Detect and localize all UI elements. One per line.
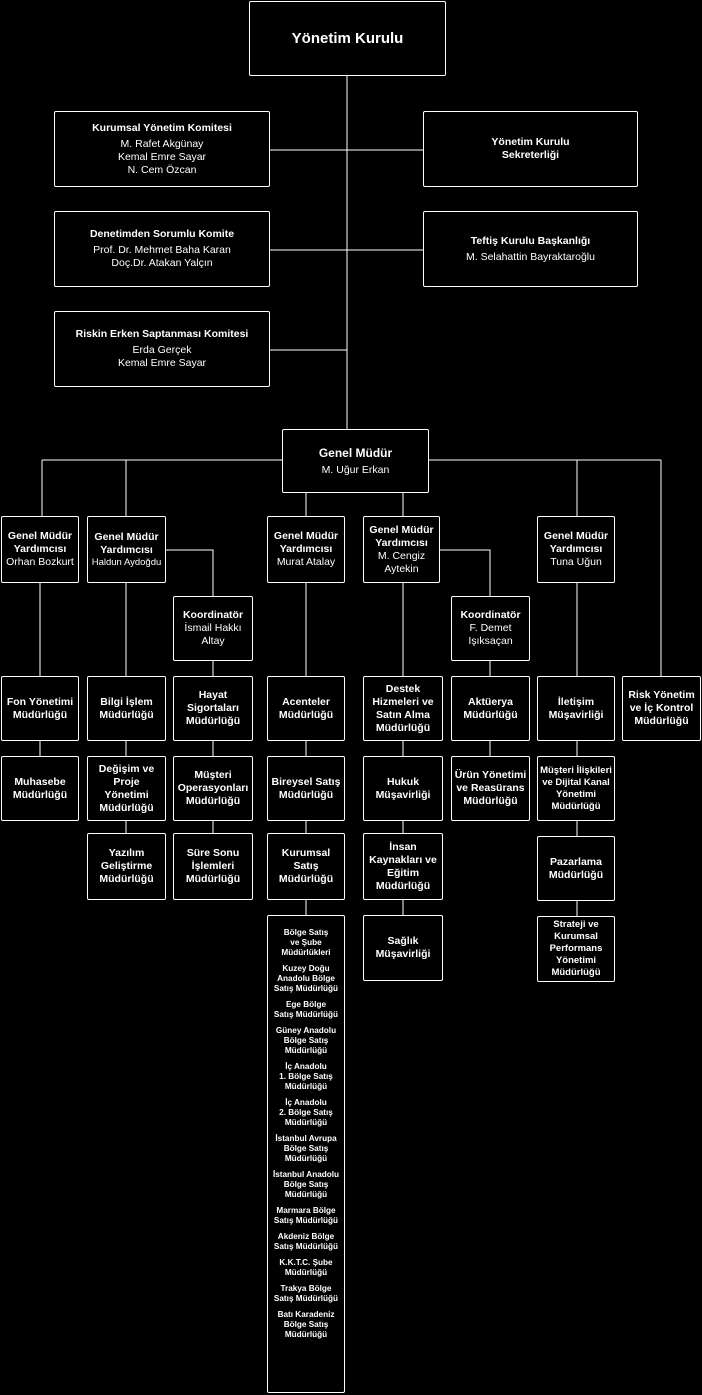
actuary-label: Aktüerya Müdürlüğü — [463, 695, 518, 721]
software-development-label: Yazılım Geliştirme Müdürlüğü — [99, 847, 154, 885]
inspection-board-title: Teftiş Kurulu Başkanlığı — [470, 234, 591, 247]
corporate-governance-committee-box: Kurumsal Yönetim Komitesi M. Rafet Akgün… — [54, 111, 270, 187]
regional-sales-title: Bölge Satış ve Şube Müdürlükleri — [281, 928, 331, 957]
agencies-label: Acenteler Müdürlüğü — [278, 695, 334, 721]
software-development-box: Yazılım Geliştirme Müdürlüğü — [87, 833, 166, 900]
customer-operations-label: Müşteri Operasyonları Müdürlüğü — [177, 769, 249, 807]
regional-item: İstanbul Avrupa Bölge Satış Müdürlüğü — [275, 1134, 337, 1163]
risk-committee-box: Riskin Erken Saptanması Komitesi Erda Ge… — [54, 311, 270, 387]
change-project-box: Değişim ve Proje Yönetimi Müdürlüğü — [87, 756, 166, 821]
ceo-box: Genel Müdür M. Uğur Erkan — [282, 429, 429, 493]
audit-committee-title: Denetimden Sorumlu Komite — [89, 228, 235, 240]
regional-item: İç Anadolu 2. Bölge Satış Müdürlüğü — [279, 1098, 333, 1127]
accounting-box: Muhasebe Müdürlüğü — [1, 756, 79, 821]
regional-item: Batı Karadeniz Bölge Satış Müdürlüğü — [277, 1310, 335, 1339]
product-reinsurance-box: Ürün Yönetimi ve Reasürans Müdürlüğü — [451, 756, 530, 821]
product-reinsurance-label: Ürün Yönetimi ve Reasürans Müdürlüğü — [454, 769, 527, 807]
communication-label: İletişim Müşavirliği — [548, 695, 604, 721]
deputy-title: Genel Müdür Yardımcısı — [273, 530, 339, 555]
strategy-label: Strateji ve Kurumsal Performans Yönetimi… — [549, 919, 603, 978]
deputy-name: Orhan Bozkurt — [6, 556, 74, 568]
coordinator-title: Koordinatör — [460, 609, 521, 621]
health-label: Sağlık Müşavirliği — [375, 935, 431, 960]
regional-item: Kuzey Doğu Anadolu Bölge Satış Müdürlüğü — [273, 964, 339, 993]
it-label: Bilgi İşlem Müdürlüğü — [99, 695, 154, 721]
customer-digital-label: Müşteri İlişkileri ve Dijital Kanal Yöne… — [540, 764, 612, 812]
risk-control-box: Risk Yönetim ve İç Kontrol Müdürlüğü — [622, 676, 701, 741]
customer-digital-box: Müşteri İlişkileri ve Dijital Kanal Yöne… — [537, 756, 615, 821]
regional-item: Trakya Bölge Satış Müdürlüğü — [273, 1284, 339, 1303]
board-box: Yönetim Kurulu — [249, 1, 446, 76]
human-resources-label: İnsan Kaynakları ve Eğitim Müdürlüğü — [369, 840, 437, 892]
risk-committee-title: Riskin Erken Saptanması Komitesi — [75, 328, 249, 340]
marketing-label: Pazarlama Müdürlüğü — [548, 855, 604, 881]
regional-item: Akdeniz Bölge Satış Müdürlüğü — [273, 1232, 339, 1251]
communication-box: İletişim Müşavirliği — [537, 676, 615, 741]
regional-sales-box: Bölge Satış ve Şube Müdürlükleri Kuzey D… — [267, 915, 345, 1393]
accounting-label: Muhasebe Müdürlüğü — [12, 775, 68, 801]
deputy-cengiz-aytekin-box: Genel Müdür Yardımcısı M. Cengiz Aytekin — [363, 516, 440, 583]
regional-item: Güney Anadolu Bölge Satış Müdürlüğü — [275, 1026, 337, 1055]
life-insurance-label: Hayat Sigortaları Müdürlüğü — [185, 689, 241, 727]
deputy-name: Murat Atalay — [276, 556, 336, 568]
deputy-name: Tuna Uğun — [550, 556, 602, 568]
audit-committee-members: Prof. Dr. Mehmet Baha Karan Doç.Dr. Atak… — [93, 244, 231, 269]
fund-management-label: Fon Yönetimi Müdürlüğü — [6, 695, 74, 721]
deputy-title: Genel Müdür Yardımcısı — [543, 530, 609, 555]
legal-box: Hukuk Müşavirliği — [363, 756, 443, 821]
deputy-title: Genel Müdür Yardımcısı — [7, 530, 73, 555]
inspection-board-box: Teftiş Kurulu Başkanlığı M. Selahattin B… — [423, 211, 638, 287]
deputy-name: M. Cengiz Aytekin — [377, 549, 426, 575]
board-secretariat-box: Yönetim Kurulu Sekreterliği — [423, 111, 638, 187]
coordinator-demet-isiksacan-box: Koordinatör F. Demet Işıksaçan — [451, 596, 530, 661]
deputy-murat-atalay-box: Genel Müdür Yardımcısı Murat Atalay — [267, 516, 345, 583]
coordinator-name: İsmail Hakkı Altay — [184, 622, 242, 647]
corporate-sales-box: Kurumsal Satış Müdürlüğü — [267, 833, 345, 900]
it-box: Bilgi İşlem Müdürlüğü — [87, 676, 166, 741]
inspection-board-members: M. Selahattin Bayraktaroğlu — [466, 250, 595, 263]
corporate-governance-members: M. Rafet Akgünay Kemal Emre Sayar N. Cem… — [117, 137, 207, 176]
agencies-box: Acenteler Müdürlüğü — [267, 676, 345, 741]
legal-label: Hukuk Müşavirliği — [375, 775, 431, 801]
corporate-sales-label: Kurumsal Satış Müdürlüğü — [278, 847, 334, 885]
board-secretariat-title: Yönetim Kurulu Sekreterliği — [491, 136, 570, 161]
deputy-title: Genel Müdür Yardımcısı — [369, 523, 434, 549]
ceo-name: M. Uğur Erkan — [321, 463, 390, 476]
maturity-operations-label: Süre Sonu İşlemleri Müdürlüğü — [185, 847, 241, 885]
board-title: Yönetim Kurulu — [291, 29, 404, 47]
maturity-operations-box: Süre Sonu İşlemleri Müdürlüğü — [173, 833, 253, 900]
audit-committee-box: Denetimden Sorumlu Komite Prof. Dr. Mehm… — [54, 211, 270, 287]
marketing-box: Pazarlama Müdürlüğü — [537, 836, 615, 901]
regional-item: İstanbul Anadolu Bölge Satış Müdürlüğü — [272, 1170, 340, 1199]
strategy-box: Strateji ve Kurumsal Performans Yönetimi… — [537, 916, 615, 982]
ceo-title: Genel Müdür — [318, 445, 393, 460]
life-insurance-box: Hayat Sigortaları Müdürlüğü — [173, 676, 253, 741]
regional-item: K.K.T.C. Şube Müdürlüğü — [279, 1258, 333, 1277]
risk-control-label: Risk Yönetim ve İç Kontrol Müdürlüğü — [628, 689, 695, 727]
regional-item: Ege Bölge Satış Müdürlüğü — [273, 1000, 339, 1019]
regional-item: Marmara Bölge Satış Müdürlüğü — [273, 1206, 339, 1225]
individual-sales-box: Bireysel Satış Müdürlüğü — [267, 756, 345, 821]
support-purchasing-box: Destek Hizmeleri ve Satın Alma Müdürlüğü — [363, 676, 443, 741]
corporate-governance-title: Kurumsal Yönetim Komitesi — [92, 121, 232, 134]
change-project-label: Değişim ve Proje Yönetimi Müdürlüğü — [98, 762, 155, 814]
deputy-haldun-aydogdu-box: Genel Müdür Yardımcısı Haldun Aydoğdu — [87, 516, 166, 583]
coordinator-ismail-hakki-altay-box: Koordinatör İsmail Hakkı Altay — [173, 596, 253, 661]
coordinator-name: F. Demet Işıksaçan — [468, 622, 513, 647]
customer-operations-box: Müşteri Operasyonları Müdürlüğü — [173, 756, 253, 821]
risk-committee-members: Erda Gerçek Kemal Emre Sayar — [117, 344, 207, 369]
individual-sales-label: Bireysel Satış Müdürlüğü — [271, 775, 341, 801]
support-purchasing-label: Destek Hizmeleri ve Satın Alma Müdürlüğü — [372, 682, 434, 734]
deputy-orhan-bozkurt-box: Genel Müdür Yardımcısı Orhan Bozkurt — [1, 516, 79, 583]
fund-management-box: Fon Yönetimi Müdürlüğü — [1, 676, 79, 741]
deputy-tuna-ugun-box: Genel Müdür Yardımcısı Tuna Uğun — [537, 516, 615, 583]
coordinator-title: Koordinatör — [182, 609, 244, 621]
deputy-name: Haldun Aydoğdu — [91, 556, 162, 568]
regional-item: İç Anadolu 1. Bölge Satış Müdürlüğü — [279, 1062, 333, 1091]
human-resources-box: İnsan Kaynakları ve Eğitim Müdürlüğü — [363, 833, 443, 900]
deputy-title: Genel Müdür Yardımcısı — [94, 530, 159, 556]
actuary-box: Aktüerya Müdürlüğü — [451, 676, 530, 741]
health-box: Sağlık Müşavirliği — [363, 915, 443, 981]
